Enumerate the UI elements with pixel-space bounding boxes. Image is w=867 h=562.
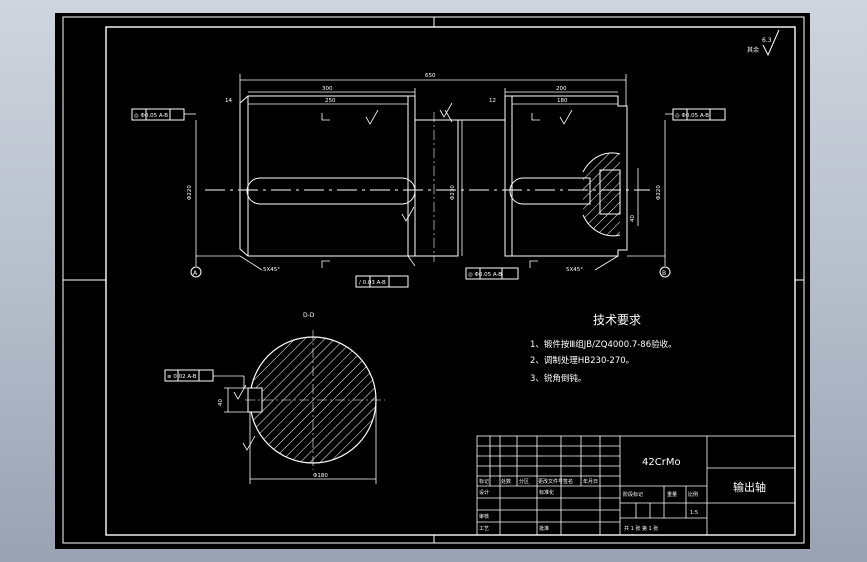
svg-text:14: 14 [225, 98, 232, 104]
svg-text:5X45°: 5X45° [263, 267, 280, 273]
svg-text:其余: 其余 [747, 46, 759, 54]
svg-text:◎ Φ0.05 A-B: ◎ Φ0.05 A-B [468, 272, 502, 278]
svg-text:200: 200 [556, 86, 567, 92]
svg-text:Φ220: Φ220 [656, 185, 662, 200]
requirements-title: 技术要求 [593, 313, 641, 327]
sheet-count: 共 1 张 第 1 张 [624, 525, 658, 532]
svg-text:标准化: 标准化 [539, 489, 554, 496]
svg-text:180: 180 [557, 98, 568, 104]
svg-text:12: 12 [489, 98, 496, 104]
svg-text:◎ Φ0.05 A-B: ◎ Φ0.05 A-B [675, 113, 709, 119]
svg-text:650: 650 [425, 73, 436, 79]
svg-text:比例: 比例 [688, 491, 698, 498]
svg-text:工艺: 工艺 [479, 526, 489, 532]
svg-text:D-D: D-D [303, 312, 315, 319]
keyway-left [246, 177, 416, 205]
roughness-marks [321, 102, 573, 268]
svg-text:更改文件号: 更改文件号 [538, 478, 563, 485]
svg-text:批准: 批准 [539, 525, 549, 532]
svg-text:Φ220: Φ220 [187, 185, 193, 200]
svg-text:/ 0.03 A-B: / 0.03 A-B [359, 280, 386, 286]
material: 42CrMo [642, 457, 681, 468]
svg-text:审核: 审核 [479, 513, 489, 520]
dimension-text: 650 300 250 200 180 14 12 5X45° 5X45° Φ2… [187, 73, 662, 273]
svg-text:40: 40 [218, 399, 224, 406]
technical-requirements: 技术要求 1、锻件按Ⅲ组JB/ZQ4000.7-86验收。 2、调制处理HB23… [530, 313, 677, 384]
svg-text:设计: 设计 [479, 489, 489, 496]
datum-b: B [659, 266, 671, 278]
scale: 1:5 [690, 510, 698, 516]
datum-a: A [190, 266, 202, 278]
inner-frame [105, 26, 796, 536]
svg-text:年月日: 年月日 [583, 478, 598, 485]
svg-text:40: 40 [630, 215, 636, 222]
roughness-note: 其余 6.3 [747, 29, 780, 57]
drawing-sheet [55, 13, 810, 549]
svg-text:重量: 重量 [667, 491, 677, 498]
dimension-lines [195, 74, 666, 271]
shaft-main-view [239, 95, 628, 257]
svg-text:◎ Φ0.05 A-B: ◎ Φ0.05 A-B [134, 113, 168, 119]
svg-text:5X45°: 5X45° [566, 267, 583, 273]
title-block-text: 42CrMo 输出轴 1:5 共 1 张 第 1 张 标记 处数 分区 更改文件… [479, 457, 766, 532]
svg-text:6.3: 6.3 [762, 37, 772, 44]
tolerance-section: ≡ 0.02 A-B [164, 369, 245, 388]
requirement-2: 2、调制处理HB230-270。 [530, 355, 634, 366]
part-name: 输出轴 [733, 480, 766, 494]
svg-text:分区: 分区 [519, 478, 529, 485]
title-block [476, 435, 796, 536]
keyway-right [509, 177, 591, 205]
svg-text:标记: 标记 [479, 478, 489, 485]
svg-text:250: 250 [325, 98, 336, 104]
svg-text:Φ230: Φ230 [450, 185, 456, 200]
requirement-3: 3、锐角倒钝。 [530, 373, 586, 384]
tolerance-right: ◎ Φ0.05 A-B [665, 108, 726, 121]
svg-text:处数: 处数 [501, 478, 511, 485]
svg-text:300: 300 [322, 86, 333, 92]
svg-text:阶段标记: 阶段标记 [623, 491, 643, 498]
requirement-1: 1、锻件按Ⅲ组JB/ZQ4000.7-86验收。 [530, 339, 677, 350]
tolerance-mid: ◎ Φ0.05 A-B [465, 267, 519, 280]
svg-text:≡ 0.02 A-B: ≡ 0.02 A-B [167, 374, 197, 380]
svg-text:B: B [662, 270, 666, 277]
centering-marks [63, 17, 804, 543]
svg-text:A: A [193, 270, 198, 277]
section-dd: D-D Φ180 40 [218, 312, 385, 484]
tolerance-left: ◎ Φ0.05 A-B [131, 108, 196, 121]
svg-text:Φ180: Φ180 [313, 473, 328, 479]
svg-text:签名: 签名 [563, 478, 573, 485]
tolerance-straight: / 0.03 A-B [355, 275, 409, 288]
